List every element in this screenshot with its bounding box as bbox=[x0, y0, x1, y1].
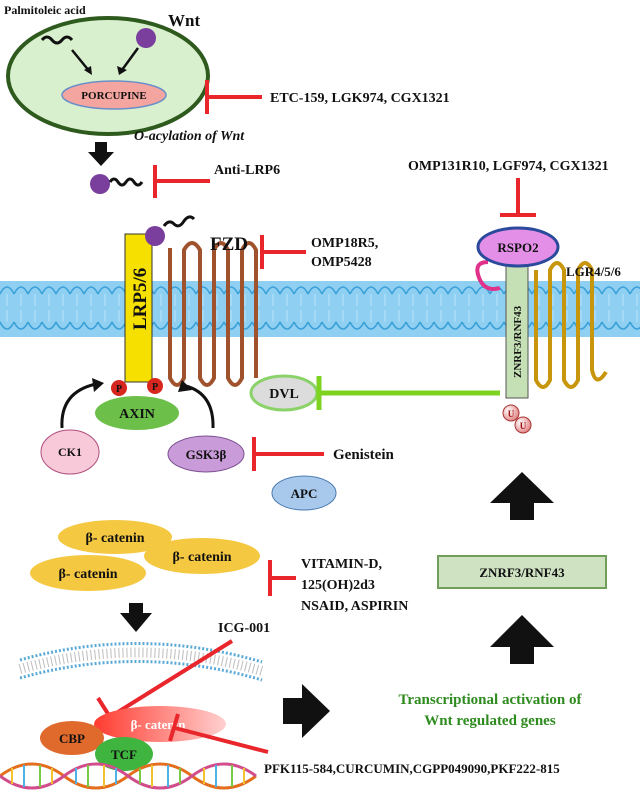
rspo-pathway: OMP131R10, LGF974, CGX1321 ZNRF3/RNF43 R… bbox=[408, 159, 621, 434]
lrp-label: LRP5/6 bbox=[130, 268, 151, 330]
svg-text:β- catenin: β- catenin bbox=[58, 567, 117, 582]
porcupine-enzyme bbox=[61, 80, 167, 110]
palmitoleic-wavy-line bbox=[40, 35, 74, 45]
o-acylation-label: O-acylation of Wnt bbox=[134, 129, 245, 144]
svg-text:P: P bbox=[152, 382, 158, 393]
znrf-vertical-label: ZNRF3/RNF43 bbox=[512, 305, 524, 378]
down-arrow-acylation bbox=[95, 142, 107, 152]
svg-text:U: U bbox=[508, 409, 515, 419]
genistein-label: Genistein bbox=[333, 447, 394, 463]
svg-text:β- catenin: β- catenin bbox=[172, 550, 231, 565]
phospho-left bbox=[111, 380, 127, 396]
rspo-loop bbox=[475, 260, 501, 291]
porcupine-inhibitor: ETC-159, LGK974, CGX1321 bbox=[205, 80, 450, 114]
bottom-inhibitor-label: PFK115-584,CURCUMIN,CGPP049090,PKF222-81… bbox=[264, 761, 560, 776]
acylated-wnt-ball bbox=[90, 174, 110, 194]
up-arrow-upper bbox=[490, 472, 554, 520]
gsk3b-label: GSK3β bbox=[186, 447, 227, 462]
lrp-receptor: LRP5/6 bbox=[124, 215, 196, 383]
cbp bbox=[40, 721, 104, 755]
wnt-label: Wnt bbox=[168, 11, 200, 30]
producing-cell: Palmitoleic acid Wnt PORCUPINE bbox=[4, 3, 210, 136]
o-acylation-step: O-acylation of Wnt Anti-LRP6 bbox=[88, 129, 280, 198]
rspo2-label: RSPO2 bbox=[497, 240, 538, 255]
fzd-inhibitor-1: OMP18R5, bbox=[311, 236, 378, 251]
cbp-label: CBP bbox=[59, 731, 85, 746]
beta-catenin-3 bbox=[30, 555, 146, 591]
beta-catenin-2 bbox=[144, 538, 260, 574]
rspo2 bbox=[476, 226, 560, 268]
tcf bbox=[95, 737, 153, 771]
transcription-label-2: Wnt regulated genes bbox=[424, 713, 556, 729]
lgr-receptor bbox=[534, 261, 608, 389]
tcf-label: TCF bbox=[111, 747, 137, 762]
right-arrow-transcription bbox=[283, 684, 330, 738]
dvl: DVL bbox=[249, 374, 319, 412]
destruction-complex: P P AXIN CK1 GSK3β Genistein APC bbox=[40, 378, 394, 511]
anti-lrp6-label: Anti-LRP6 bbox=[214, 163, 280, 178]
up-arrow-lower bbox=[490, 615, 554, 664]
lgr-label: LGR4/5/6 bbox=[566, 264, 621, 279]
svg-text:β- catenin: β- catenin bbox=[85, 531, 144, 546]
transcription-label-1: Transcriptional activation of bbox=[398, 692, 582, 708]
svg-text:U: U bbox=[520, 421, 527, 431]
catenin-inhibitor-3: NSAID, ASPIRIN bbox=[301, 599, 408, 614]
porcupine-inhibitor-label: ETC-159, LGK974, CGX1321 bbox=[270, 91, 450, 106]
fzd-inhibitor-2: OMP5428 bbox=[311, 255, 372, 270]
down-arrow-catenin bbox=[120, 603, 152, 632]
rspo-inhibitor-label: OMP131R10, LGF974, CGX1321 bbox=[408, 159, 609, 174]
catenin-inhibitor-1: VITAMIN-D, bbox=[301, 557, 382, 572]
beta-catenin-cluster: β- catenin β- catenin β- catenin bbox=[30, 520, 260, 591]
znrf-box-label: ZNRF3/RNF43 bbox=[479, 565, 565, 580]
ubiquitin-2 bbox=[514, 416, 532, 434]
dna-helix bbox=[0, 762, 257, 790]
axin-label: AXIN bbox=[119, 407, 155, 422]
transcription-complex: β- catenin CBP TCF bbox=[40, 706, 226, 771]
icg-label: ICG-001 bbox=[218, 621, 270, 636]
axin bbox=[95, 396, 179, 430]
catenin-inhibitor-2: 125(OH)2d3 bbox=[301, 578, 375, 593]
wnt-ball-bound bbox=[145, 226, 165, 246]
ck1 bbox=[40, 429, 100, 475]
svg-text:P: P bbox=[116, 384, 122, 395]
fzd-receptor: FZD OMP18R5, OMP5428 bbox=[168, 234, 378, 387]
apc-label: APC bbox=[291, 486, 318, 501]
cell-membrane bbox=[0, 281, 640, 337]
palmitoleic-acid-label: Palmitoleic acid bbox=[4, 3, 86, 17]
dvl-label: DVL bbox=[269, 387, 299, 402]
gsk3b bbox=[167, 435, 245, 473]
ck1-label: CK1 bbox=[58, 445, 82, 459]
znrf-rnf43-box: ZNRF3/RNF43 bbox=[437, 555, 607, 589]
porcupine-label: PORCUPINE bbox=[81, 90, 146, 102]
nuclear-membrane bbox=[18, 642, 264, 682]
catenin-inhibitor: VITAMIN-D, 125(OH)2d3 NSAID, ASPIRIN bbox=[268, 557, 408, 614]
apc bbox=[271, 475, 337, 511]
bottom-inhibitor: PFK115-584,CURCUMIN,CGPP049090,PKF222-81… bbox=[168, 713, 560, 776]
fzd-label: FZD bbox=[210, 234, 248, 255]
ubiquitin-1 bbox=[502, 404, 520, 422]
phospho-right bbox=[147, 378, 163, 394]
beta-catenin-1 bbox=[58, 520, 172, 554]
wnt-ball-top bbox=[136, 28, 156, 48]
